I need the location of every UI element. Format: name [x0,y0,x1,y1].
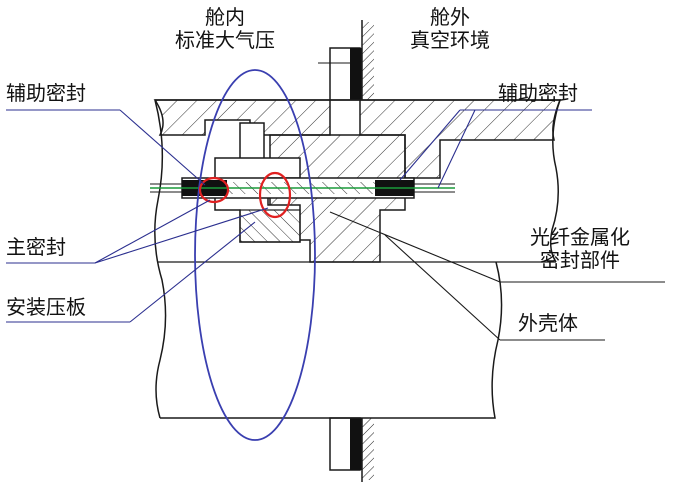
leader-lines [6,109,592,323]
cabin-outside-sublabel: 真空环境 [410,28,490,52]
aux-seal-highlight-circle [198,176,230,204]
cabin-wall-top [318,20,374,101]
fiber-part-sublabel: 密封部件 [540,248,620,272]
cabin-inside-sublabel: 标准大气压 [175,28,275,52]
housing-body [153,99,562,419]
cabin-outside-label: 舱外 [430,5,470,29]
aux-seal-right-label: 辅助密封 [498,81,578,105]
cabin-inside-ellipse [194,69,316,441]
aux-seal-left-label: 辅助密封 [6,81,86,105]
main-seal-label: 主密封 [6,235,66,259]
leader-lines-black [329,211,665,341]
cabin-wall-bottom [329,417,374,482]
mounting-plate-label: 安装压板 [6,295,86,319]
housing-label: 外壳体 [518,311,578,335]
fiber-seal-component [150,177,455,199]
main-seal-highlight-circle [258,171,292,219]
cabin-inside-label: 舱内 [205,5,245,29]
fiber-part-label: 光纤金属化 [530,225,630,249]
